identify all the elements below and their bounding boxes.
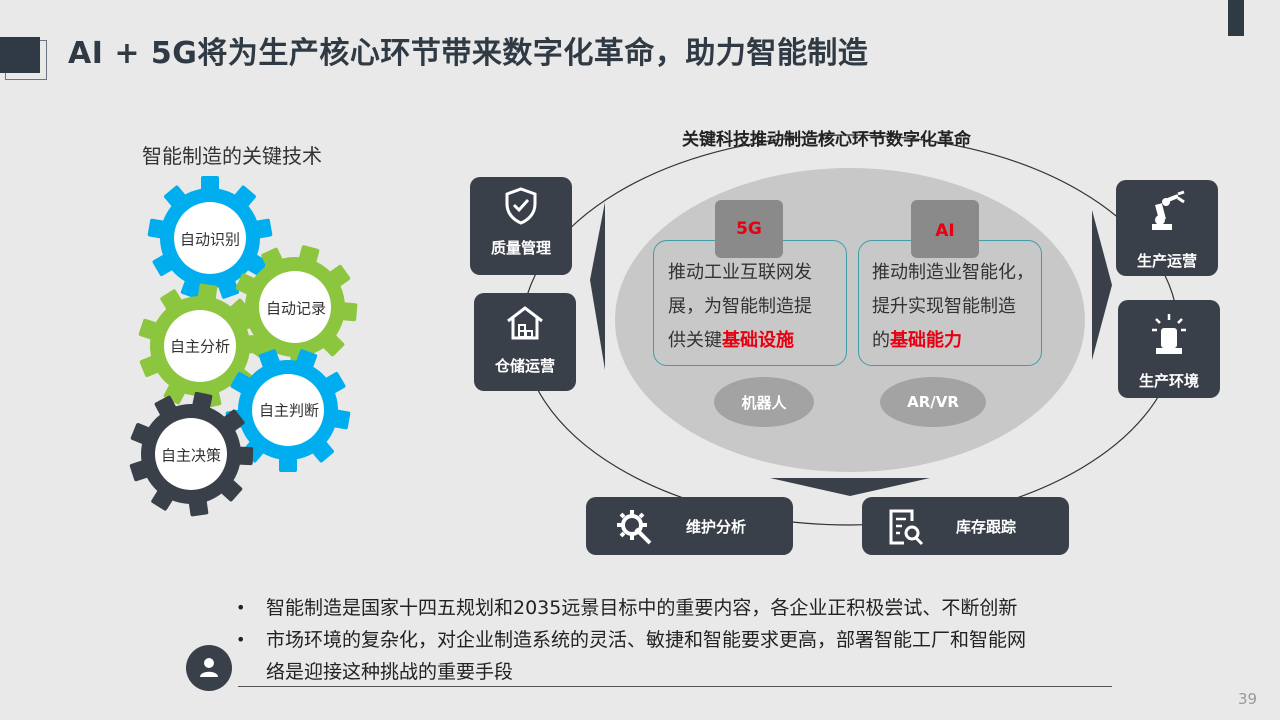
robot-arm-icon [1152,190,1185,230]
gear-self-decide [125,380,266,520]
tech-5g-line2: 展，为智能制造提 [668,296,812,317]
tile-warehouse-label: 仓储运营 [494,357,555,375]
tile-inventory: 库存跟踪 [862,497,1069,555]
gear-label-auto-identify: 自动识别 [179,230,241,249]
bullet-2: 市场环境的复杂化，对企业制造系统的灵活、敏捷和智能要求更高，部署智能工厂和智能网… [266,624,1026,688]
alarm-light-icon [1152,314,1186,354]
tile-inventory-label: 库存跟踪 [956,518,1017,536]
avatar [186,645,232,691]
gear-auto-record [218,230,365,383]
tech-5g-line1: 推动工业互联网发 [668,262,812,283]
gear-label-self-analysis: 自主分析 [169,337,231,356]
pill-arvr: AR/VR [880,377,986,427]
gear-wrench-icon [617,510,652,545]
user-icon [200,658,218,677]
gear-self-analysis [129,275,271,416]
right-arrow [1092,210,1112,360]
tech-ai-line3-pre: 的 [872,330,890,351]
tech-ai-line3: 的基础能力 [872,324,1034,358]
bullet-2-line1: 市场环境的复杂化，对企业制造系统的灵活、敏捷和智能要求更高，部署智能工厂和智能网 [266,629,1027,651]
tech-ai-highlight: 基础能力 [890,330,962,351]
page-number: 39 [1238,690,1258,708]
warehouse-icon [507,306,543,340]
tile-maintenance: 维护分析 [586,497,793,555]
header-corner-bar [1228,0,1244,36]
bullet-dot-1: • [236,598,246,617]
left-arrow [590,202,605,370]
slide-title: AI + 5G将为生产核心环节带来数字化革命，助力智能制造 [68,36,869,71]
ring-title: 关键科技推动制造核心环节数字化革命 [682,130,971,150]
gear-label-auto-record: 自动记录 [265,299,327,318]
footer-divider [238,686,1112,687]
tech-ai-line1: 推动制造业智能化， [872,262,1034,283]
gear-cluster [125,176,365,520]
tile-warehouse: 仓储运营 [474,293,576,391]
gear-auto-identify [147,176,273,300]
tech-ai-line2: 提升实现智能制造 [872,296,1016,317]
tech-5g-line3-pre: 供关键 [668,330,722,351]
tile-production-env: 生产环境 [1118,300,1220,398]
tile-production-ops-label: 生产运营 [1136,252,1197,270]
tech-5g-badge: 5G [715,200,783,258]
bottom-arrow [770,478,930,496]
tile-quality: 质量管理 [470,177,572,275]
tech-ai-text: 推动制造业智能化， 提升实现智能制造 的基础能力 [872,256,1034,358]
left-heading: 智能制造的关键技术 [142,144,322,168]
gear-self-judge [208,330,365,490]
bullet-2-line2: 络是迎接这种挑战的重要手段 [266,661,514,683]
gear-label-self-judge: 自主判断 [258,401,320,420]
gear-label-self-decide: 自主决策 [160,446,222,465]
bullet-dot-2: • [236,630,246,649]
diagram-ring [521,134,1179,526]
tile-quality-label: 质量管理 [490,239,551,257]
tile-production-ops: 生产运营 [1116,180,1218,276]
tech-5g-text: 推动工业互联网发 展，为智能制造提 供关键基础设施 [668,256,812,358]
tech-5g-highlight: 基础设施 [722,330,794,351]
tech-5g-line3: 供关键基础设施 [668,324,812,358]
pill-robot: 机器人 [714,377,814,427]
tech-ai-badge: AI [911,200,979,258]
document-search-icon [889,509,924,546]
tile-maintenance-label: 维护分析 [686,518,747,536]
header-decor-square [0,37,40,73]
tile-production-env-label: 生产环境 [1138,372,1199,390]
bullet-1-line1: 智能制造是国家十四五规划和2035远景目标中的重要内容，各企业正积极尝试、不断创… [266,597,1018,619]
shield-check-icon [505,187,537,225]
bullet-1: 智能制造是国家十四五规划和2035远景目标中的重要内容，各企业正积极尝试、不断创… [266,592,1017,624]
